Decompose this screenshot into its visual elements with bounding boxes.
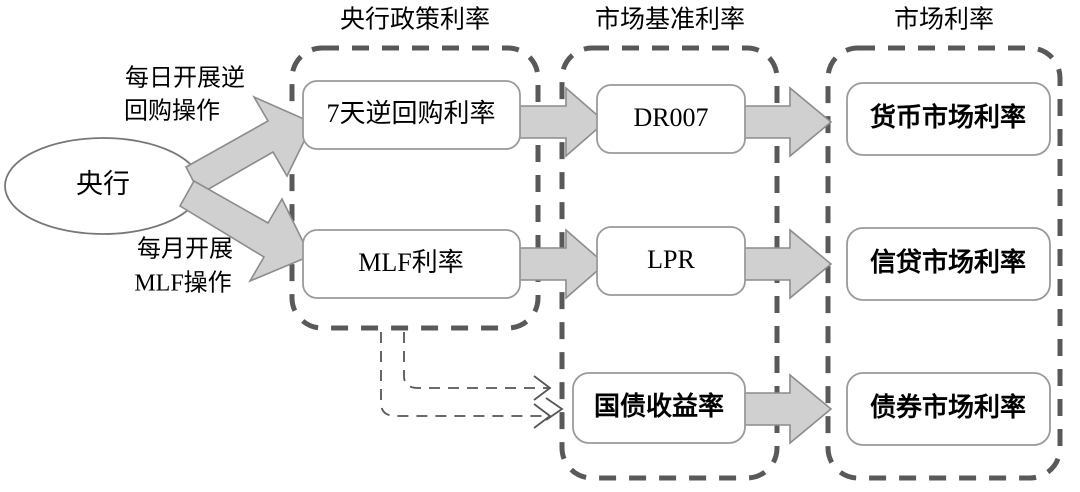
group-title-market-rates: 市场利率 bbox=[894, 6, 994, 34]
group-box-policy-rates bbox=[289, 45, 541, 331]
node-treasury-yield: 国债收益率 bbox=[572, 372, 746, 444]
dashed-connector-merge-arrowhead bbox=[545, 397, 564, 421]
edge-label-monthly-mlf-line2: MLF操作 bbox=[134, 270, 231, 297]
edge-label-monthly-mlf-line1: 每月开展 bbox=[137, 236, 233, 263]
node-label-bond-market-rate: 债券市场利率 bbox=[870, 392, 1026, 422]
node-lpr: LPR bbox=[596, 226, 746, 296]
edge-label-daily-reverse-repo-line1: 每日开展逆 bbox=[125, 65, 245, 92]
node-reverse-repo-rate: 7天逆回购利率 bbox=[302, 80, 521, 150]
arrow-mlf-to-lpr bbox=[519, 228, 607, 300]
arrow-central-bank-to-mlf bbox=[178, 179, 312, 283]
node-box-dr007 bbox=[596, 84, 746, 154]
arrow-lpr-to-credit-market bbox=[743, 228, 833, 300]
node-label-credit-market-rate: 信贷市场利率 bbox=[870, 247, 1026, 277]
node-label-money-market-rate: 货币市场利率 bbox=[870, 102, 1026, 132]
node-label-dr007: DR007 bbox=[633, 103, 708, 132]
node-money-market-rate: 货币市场利率 bbox=[846, 82, 1051, 156]
dashed-connector-policy-to-treasury-upper bbox=[403, 332, 552, 401]
node-mlf-rate: MLF利率 bbox=[302, 229, 521, 299]
node-credit-market-rate: 信贷市场利率 bbox=[846, 227, 1051, 301]
node-box-credit-market-rate bbox=[846, 227, 1051, 301]
group-box-market-rates bbox=[825, 45, 1063, 481]
group-title-benchmark-rates: 市场基准利率 bbox=[595, 6, 745, 34]
arrow-central-bank-to-reverse-repo bbox=[184, 95, 315, 196]
node-box-lpr bbox=[596, 226, 746, 296]
group-title-policy-rates: 央行政策利率 bbox=[340, 6, 490, 34]
node-label-mlf-rate: MLF利率 bbox=[358, 248, 463, 277]
node-label-lpr: LPR bbox=[647, 245, 695, 274]
node-label-reverse-repo-rate: 7天逆回购利率 bbox=[326, 99, 495, 128]
node-box-reverse-repo-rate bbox=[302, 80, 521, 150]
edge-label-daily-reverse-repo-line2: 回购操作 bbox=[124, 98, 220, 125]
node-box-bond-market-rate bbox=[846, 372, 1051, 446]
arrow-reverse-repo-to-dr007 bbox=[519, 86, 607, 158]
node-box-treasury-yield bbox=[572, 372, 746, 444]
arrow-dr007-to-money-market bbox=[743, 86, 833, 158]
node-label-treasury-yield: 国债收益率 bbox=[594, 391, 724, 421]
arrow-treasury-yield-to-bond-market bbox=[743, 373, 833, 445]
node-box-mlf-rate bbox=[302, 229, 521, 299]
node-bond-market-rate: 债券市场利率 bbox=[846, 372, 1051, 446]
central-bank-label: 央行 bbox=[76, 169, 130, 199]
dashed-connector-policy-to-treasury-lower bbox=[380, 332, 552, 429]
node-box-money-market-rate bbox=[846, 82, 1051, 156]
node-dr007: DR007 bbox=[596, 84, 746, 154]
